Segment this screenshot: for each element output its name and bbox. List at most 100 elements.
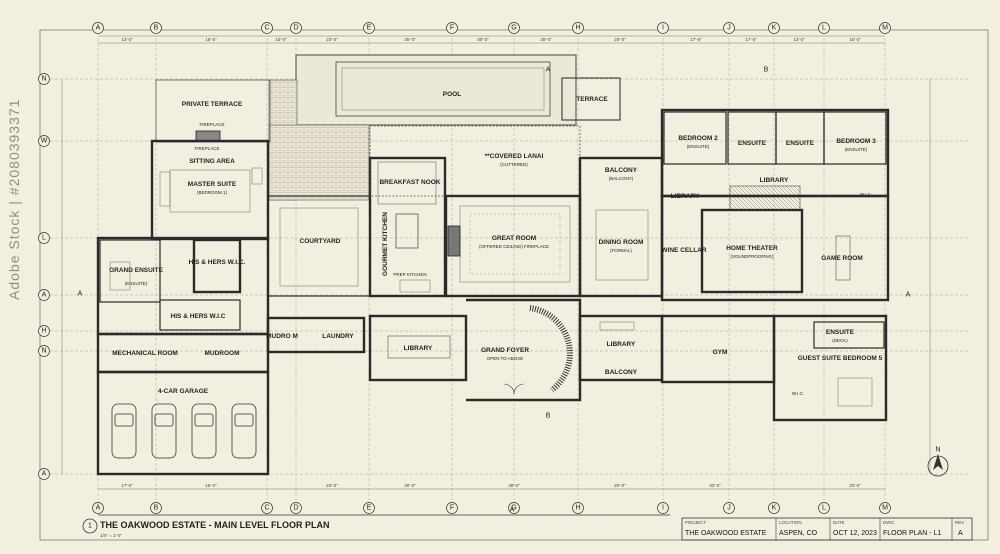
- room-sitting-area: SITTING AREA: [189, 158, 235, 165]
- room-ensuite-b: ENSUITE: [786, 140, 815, 147]
- section-marker-4: B: [546, 413, 551, 420]
- title-number: 1: [88, 523, 92, 530]
- grid-row-5-label: N: [41, 348, 46, 355]
- grid-col-top-M-bubble: [879, 22, 891, 34]
- grid-row-4-label: H: [41, 328, 46, 335]
- grid-col-bottom-F-bubble: [446, 502, 458, 514]
- room-master-suite-sub: (BEDROOM 1): [197, 190, 228, 195]
- room-grand-ensuite-sub: (ENSUITE): [125, 281, 148, 286]
- garage-block: 4-CAR GARAGE: [96, 370, 270, 476]
- room-master-suite: MASTER SUITE: [188, 181, 237, 188]
- room-laundry: LAUNDRY: [322, 333, 354, 340]
- dim-bottom-2: 16'-0": [205, 483, 217, 488]
- dim-top-9: 17'-6": [690, 37, 702, 42]
- room-gym: GYM: [713, 349, 728, 356]
- section-marker-2: B: [764, 67, 769, 74]
- dim-bottom-5: 38'-0": [508, 483, 520, 488]
- grid-row-3-bubble: [38, 289, 50, 301]
- grid-row-0-bubble: [38, 73, 50, 85]
- great-room-block: GREAT ROOM (OFFERED CEILING) FIREPLACE: [444, 194, 582, 298]
- room-grand-foyer-sub: OPEN TO ABOVE: [487, 356, 524, 361]
- tb-dwg-value: FLOOR PLAN - L1: [883, 530, 941, 537]
- dim-top-1: 13'-0": [121, 37, 133, 42]
- room-game-room: GAME ROOM: [821, 255, 863, 262]
- room-pool: POOL: [443, 91, 461, 98]
- room-terrace: TERRACE: [576, 96, 608, 103]
- grid-col-top-D-label: D: [293, 25, 298, 32]
- grid-row-6-bubble: [38, 468, 50, 480]
- room-balcony-top-sub: (BALCONY): [609, 176, 634, 181]
- grid-col-bottom-B-bubble: [150, 502, 162, 514]
- title-block: 1 THE OAKWOOD ESTATE - MAIN LEVEL FLOOR …: [82, 514, 973, 541]
- grid-col-bottom-G-label: G: [511, 505, 516, 512]
- dim-top-7: 30'-0": [540, 37, 552, 42]
- room-mudroom: MUDROOM: [204, 350, 239, 357]
- grid-col-top-D-bubble: [290, 22, 302, 34]
- tb-date-value: OCT 12, 2023: [833, 530, 877, 537]
- room-his-hers-wic-2: HIS & HERS W.I.C: [171, 313, 226, 320]
- grid-col-top-I-bubble: [657, 22, 669, 34]
- tb-location-label: LOCATION: [779, 520, 802, 525]
- grid-col-bottom-I-bubble: [657, 502, 669, 514]
- dim-top-8: 20'-0": [614, 37, 626, 42]
- grid-col-bottom-L-label: L: [822, 505, 826, 512]
- dim-top-11: 13'-0": [793, 37, 805, 42]
- grid-col-bottom-G-bubble: [508, 502, 520, 514]
- grid-col-bottom-K-bubble: [768, 502, 780, 514]
- room-library-center: LIBRARY: [404, 345, 433, 352]
- grid-col-top-J-label: J: [727, 25, 731, 32]
- grid-col-top-A-bubble: [92, 22, 104, 34]
- grid-col-top-E-label: E: [367, 25, 372, 32]
- room-home-theater-sub: (SOUNDPROOFING): [730, 254, 774, 259]
- grid-row-2-label: L: [42, 235, 46, 242]
- grid-col-top-H-bubble: [572, 22, 584, 34]
- dim-top-5: 35'-0": [404, 37, 416, 42]
- grid-row-1-bubble: [38, 135, 50, 147]
- grid-col-top-B-label: B: [154, 25, 159, 32]
- title-number-bubble: [82, 518, 98, 534]
- grid-col-top-A-label: A: [96, 25, 101, 32]
- grid-row-0-label: N: [41, 76, 46, 83]
- drawing-scale: 1/4" = 1'-0": [100, 533, 122, 538]
- grid-col-bottom-H-bubble: [572, 502, 584, 514]
- grid-col-top-G-bubble: [508, 22, 520, 34]
- grid-col-bottom-K-label: K: [772, 505, 777, 512]
- room-wic-right: W.I.C.: [860, 192, 872, 197]
- room-wic-guest: W.I.C.: [792, 391, 804, 396]
- grid-col-top-C-bubble: [261, 22, 273, 34]
- room-wine-cellar: WINE CELLAR: [661, 247, 706, 254]
- dim-top-4: 23'-0": [326, 37, 338, 42]
- grid-row-2-bubble: [38, 232, 50, 244]
- grid-row-5-bubble: [38, 345, 50, 357]
- room-balcony-top: BALCONY: [605, 167, 638, 174]
- tb-dwg-label: DWG: [883, 520, 894, 525]
- dim-bottom-6: 20'-0": [614, 483, 626, 488]
- grid-col-top-E-bubble: [363, 22, 375, 34]
- grid-col-bottom-D-bubble: [290, 502, 302, 514]
- pool-area: POOL TERRACE: [268, 54, 621, 201]
- grid-row-6-label: A: [42, 471, 47, 478]
- tb-project-label: PROJECT: [685, 520, 706, 525]
- grid-col-bottom-J-label: J: [727, 505, 731, 512]
- kitchen-block: BREAKFAST NOOK GOURMET KITCHEN PREP KITC…: [368, 156, 447, 298]
- grid-col-top-G-label: G: [511, 25, 516, 32]
- room-dining-sub: (FORMAL): [610, 248, 632, 253]
- dim-bottom-1: 17'-0": [121, 483, 133, 488]
- dim-top-2: 16'-0": [205, 37, 217, 42]
- dim-bottom-8: 20'-0": [849, 483, 861, 488]
- tb-rev-value: A: [958, 530, 963, 537]
- room-library-right: LIBRARY: [607, 341, 636, 348]
- room-garage: 4-CAR GARAGE: [158, 388, 209, 395]
- dim-bottom-4: 30'-0": [404, 483, 416, 488]
- grid-col-bottom-E-label: E: [367, 505, 372, 512]
- grid-col-bottom-C-label: C: [264, 505, 269, 512]
- grid-col-bottom-C-bubble: [261, 502, 273, 514]
- grid-col-top-K-label: K: [772, 25, 777, 32]
- grid-col-top-J-bubble: [723, 22, 735, 34]
- foyer-block: GRAND FOYER OPEN TO ABOVE: [466, 298, 582, 402]
- grid-col-bottom-D-label: D: [293, 505, 298, 512]
- grid-col-bottom-L-bubble: [818, 502, 830, 514]
